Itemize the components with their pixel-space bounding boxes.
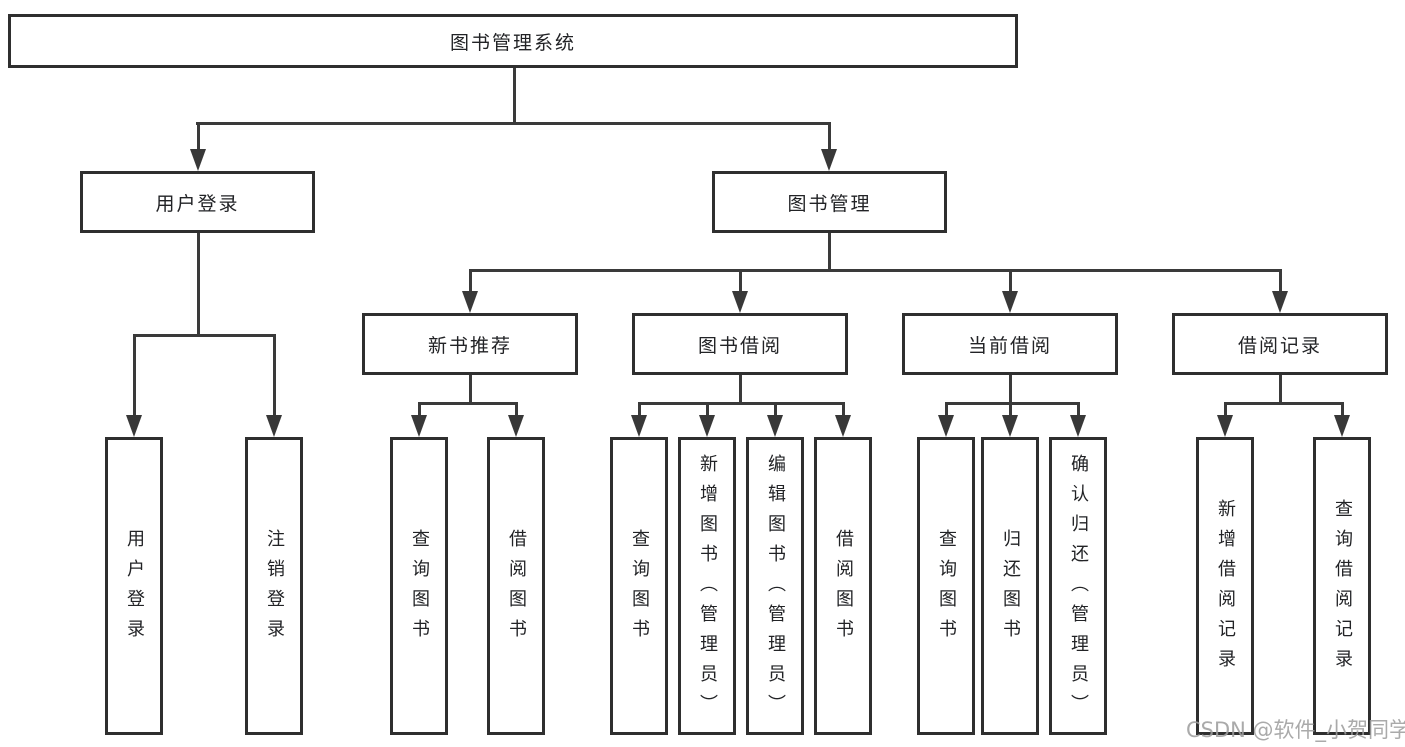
- leaf-query-books-newbook: 查询图书: [390, 437, 448, 735]
- connector-to-leaf: [1224, 402, 1227, 418]
- node-new-book-recommend: 新书推荐: [362, 313, 578, 375]
- arrowhead-icon: [266, 415, 282, 437]
- arrowhead-icon: [699, 415, 715, 437]
- leaf-add-borrow-record: 新增借阅记录: [1196, 437, 1254, 735]
- node-borrow-records: 借阅记录: [1172, 313, 1388, 375]
- connector-current-borrow-stem: [1009, 375, 1012, 405]
- connector-to-leaf: [273, 334, 276, 418]
- arrowhead-icon: [1002, 291, 1018, 313]
- connector-user-login-bar: [133, 334, 275, 337]
- arrowhead-icon: [1272, 291, 1288, 313]
- arrowhead-icon: [508, 415, 524, 437]
- connector-to-leaf: [133, 334, 136, 418]
- node-book-management: 图书管理: [712, 171, 947, 233]
- connector-to-leaf: [418, 402, 421, 418]
- connector-book-borrow-bar: [638, 402, 844, 405]
- arrowhead-icon: [767, 415, 783, 437]
- arrowhead-icon: [411, 415, 427, 437]
- connector-to-user-login: [197, 122, 200, 151]
- connector-root-stem: [513, 68, 516, 124]
- connector-current-borrow-bar: [945, 402, 1079, 405]
- leaf-user-login: 用户登录: [105, 437, 163, 735]
- node-current-borrow: 当前借阅: [902, 313, 1118, 375]
- leaf-query-books-borrow: 查询图书: [610, 437, 668, 735]
- connector-to-leaf: [1009, 402, 1012, 418]
- arrowhead-icon: [1334, 415, 1350, 437]
- connector-new-book-bar: [418, 402, 518, 405]
- connector-to-current-borrow: [1009, 269, 1012, 294]
- leaf-return-books: 归还图书: [981, 437, 1039, 735]
- node-book-borrow: 图书借阅: [632, 313, 848, 375]
- connector-to-new-book: [469, 269, 472, 294]
- leaf-borrow-books-newbook: 借阅图书: [487, 437, 545, 735]
- csdn-watermark: CSDN @软件_小贺同学: [1186, 718, 1405, 742]
- node-user-login: 用户登录: [80, 171, 315, 233]
- leaf-logout: 注销登录: [245, 437, 303, 735]
- connector-new-book-stem: [469, 375, 472, 405]
- leaf-borrow-books: 借阅图书: [814, 437, 872, 735]
- leaf-confirm-return-admin: 确认归还（管理员）: [1049, 437, 1107, 735]
- arrowhead-icon: [1002, 415, 1018, 437]
- connector-borrow-records-bar: [1224, 402, 1343, 405]
- leaf-edit-books-admin: 编辑图书（管理员）: [746, 437, 804, 735]
- arrowhead-icon: [190, 149, 206, 171]
- arrowhead-icon: [835, 415, 851, 437]
- arrowhead-icon: [1217, 415, 1233, 437]
- connector-to-borrow-records: [1279, 269, 1282, 294]
- arrowhead-icon: [462, 291, 478, 313]
- arrowhead-icon: [821, 149, 837, 171]
- connector-to-book-borrow: [739, 269, 742, 294]
- connector-user-login-stem: [197, 233, 200, 337]
- connector-to-leaf: [638, 402, 641, 418]
- connector-book-management-bar: [469, 269, 1281, 272]
- connector-to-leaf: [842, 402, 845, 418]
- connector-to-leaf: [706, 402, 709, 418]
- connector-to-leaf: [1077, 402, 1080, 418]
- connector-book-management-stem: [828, 233, 831, 272]
- arrowhead-icon: [126, 415, 142, 437]
- arrowhead-icon: [732, 291, 748, 313]
- leaf-query-borrow-record: 查询借阅记录: [1313, 437, 1371, 735]
- connector-root-bar: [196, 122, 830, 125]
- arrowhead-icon: [631, 415, 647, 437]
- connector-borrow-records-stem: [1279, 375, 1282, 405]
- node-root: 图书管理系统: [8, 14, 1018, 68]
- arrowhead-icon: [1070, 415, 1086, 437]
- connector-to-book-management: [828, 122, 831, 151]
- connector-to-leaf: [515, 402, 518, 418]
- leaf-query-books-current: 查询图书: [917, 437, 975, 735]
- leaf-add-books-admin: 新增图书（管理员）: [678, 437, 736, 735]
- connector-to-leaf: [1341, 402, 1344, 418]
- connector-to-leaf: [945, 402, 948, 418]
- arrowhead-icon: [938, 415, 954, 437]
- connector-book-borrow-stem: [739, 375, 742, 405]
- connector-to-leaf: [774, 402, 777, 418]
